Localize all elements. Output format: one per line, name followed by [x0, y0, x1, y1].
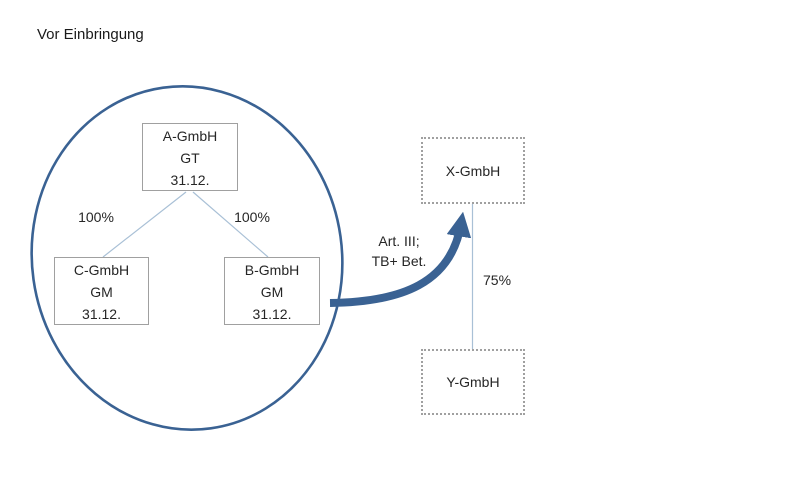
node-x-name: X-GmbH [445, 162, 501, 179]
contribution-label: Art. III; TB+ Bet. [356, 231, 442, 271]
node-b-date: 31.12. [252, 306, 292, 322]
diagram-title: Vor Einbringung [37, 26, 144, 43]
share-label-x-y: 75% [483, 272, 512, 288]
share-label-a-c: 100% [78, 209, 114, 225]
contribution-label-line2: TB+ Bet. [371, 253, 427, 269]
node-c-date: 31.12. [82, 306, 121, 322]
node-c-name: C-GmbH [73, 262, 130, 278]
node-a-name: A-GmbH [162, 128, 218, 144]
node-b-gmbh: B-GmbH GM 31.12. [224, 257, 320, 325]
node-b-name: B-GmbH [244, 262, 300, 278]
node-a-date: 31.12. [170, 172, 210, 188]
node-a-role: GT [180, 150, 200, 166]
node-y-gmbh: Y-GmbH [421, 349, 525, 415]
node-y-name: Y-GmbH [446, 374, 500, 390]
share-label-a-b: 100% [234, 209, 270, 225]
node-c-gmbh: C-GmbH GM 31.12. [54, 257, 149, 325]
node-c-role: GM [90, 284, 113, 300]
node-b-role: GM [260, 284, 284, 300]
node-a-gmbh: A-GmbH GT 31.12. [142, 123, 238, 191]
node-x-gmbh: X-GmbH [421, 137, 525, 204]
contribution-label-line1: Art. III; [378, 233, 420, 249]
